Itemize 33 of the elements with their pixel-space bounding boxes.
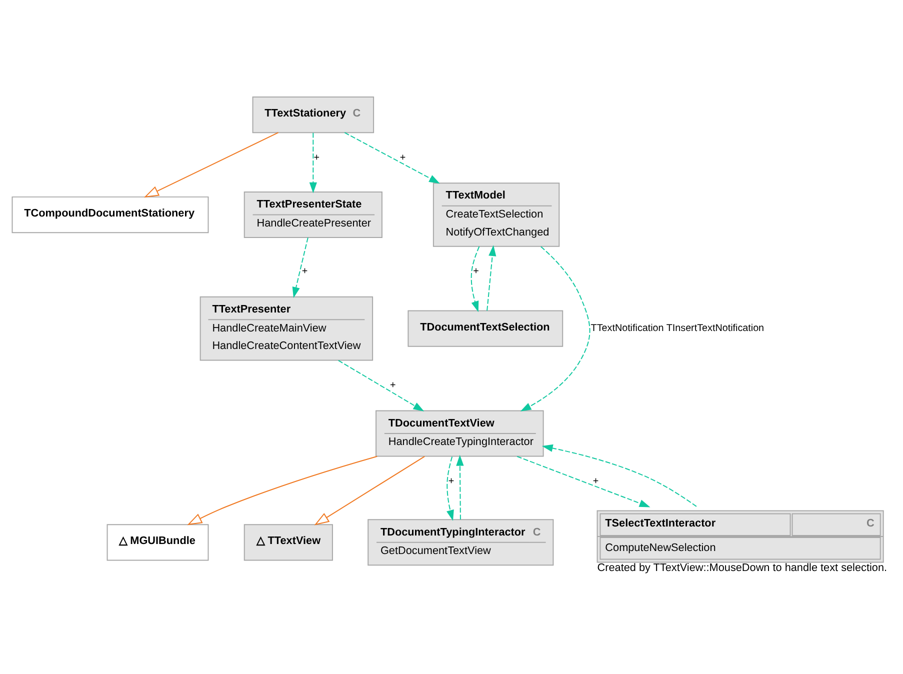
node-box: TDocumentTextView HandleCreateTypingInteractor [376,410,544,456]
node-box: TDocumentTypingInteractor C GetDocumentTextView [368,518,554,566]
node-box: TTextStationery C [252,96,374,133]
arrow [309,132,317,193]
node-box: △ TTextView [244,524,333,560]
node-label: Created by TTextView::MouseDown to handle text selection. [597,561,888,574]
arrow [292,236,308,298]
edge-label: + [302,266,308,277]
arrow [338,359,424,411]
edge-label: + [314,152,320,163]
edge-label: + [473,266,479,277]
node-box: TTextPresenterState HandleCreatePresenter [244,191,382,238]
arrow [144,132,279,197]
node-box: TDocumentTextSelection [408,310,564,346]
node-box: △ MGUIBundle [106,524,209,560]
arrow [187,455,378,525]
arrow [542,444,697,506]
arrow [344,132,440,184]
arrow [486,244,496,311]
arrow [456,454,464,520]
arrow [516,455,650,507]
arrow [520,246,590,411]
node-box: TTextModel CreateTextSelection NotifyOfTextChanged [432,182,560,246]
node-box: TTextPresenter HandleCreateMainView HandleCreateContentTextView [200,296,374,360]
arrow [470,246,480,312]
edge-label: + [390,379,396,390]
edge-label: + [448,476,454,486]
node-box: TCompoundDocumentStationery [12,196,209,233]
edge-label: + [400,152,406,163]
edge-label: TTextNotification TInsertTextNotification [590,322,764,334]
edge-label: + [592,476,599,486]
arrow [314,455,426,525]
arrow [446,456,454,520]
